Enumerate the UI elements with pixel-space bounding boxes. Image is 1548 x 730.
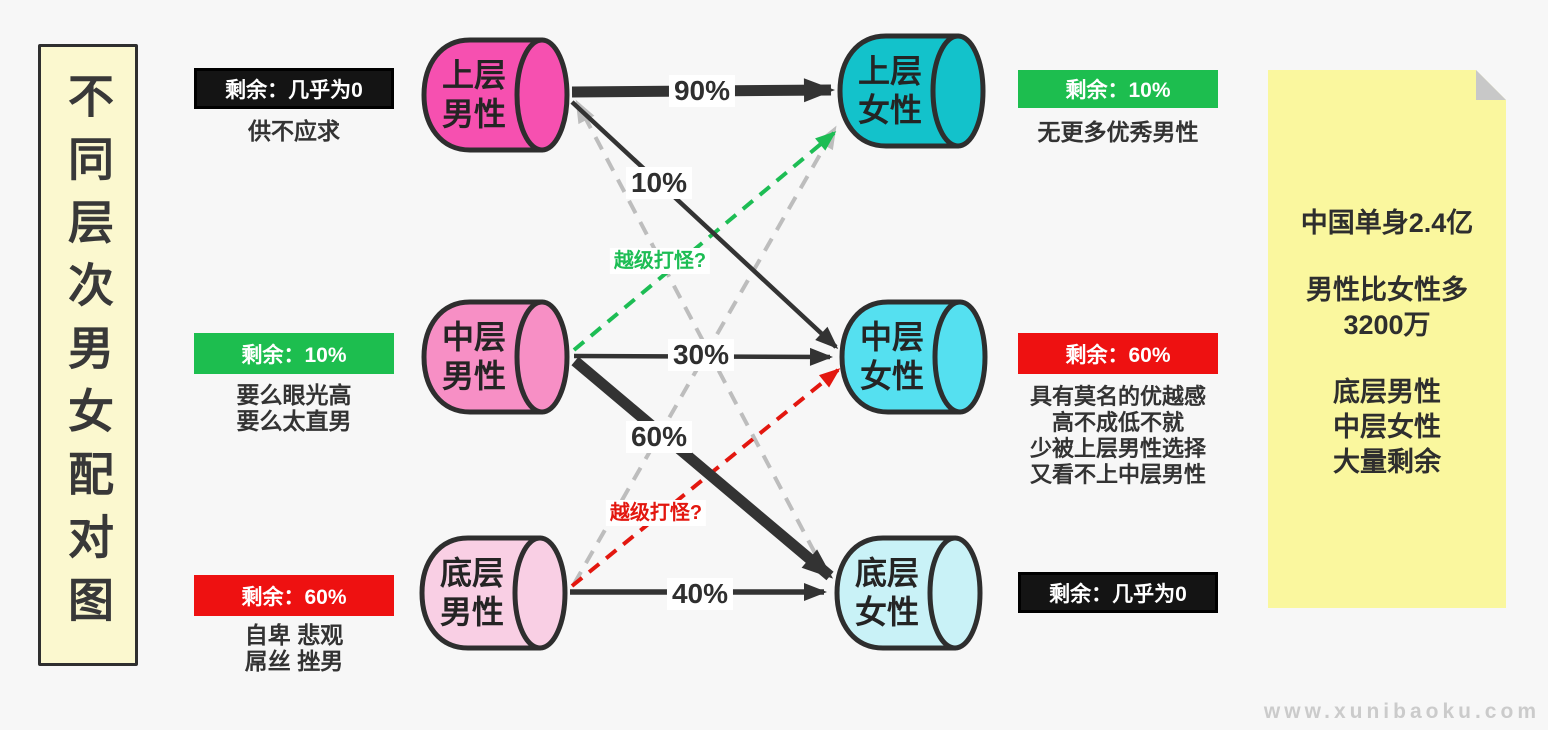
node-label: 女性 [854, 594, 919, 630]
caption-line: 高不成低不就 [1051, 410, 1185, 435]
caption-women-mid: 具有莫名的优越感 高不成低不就 少被上层男性选择 又看不上中层男性 [1030, 384, 1206, 488]
cylinder-shape [421, 299, 570, 415]
note-line: 底层男性 [1333, 377, 1441, 407]
edge-60-label: 60% [625, 421, 693, 453]
cylinder-shape [421, 37, 570, 153]
note-line: 中层女性 [1333, 412, 1441, 442]
node-women-mid: 中层 女性 [836, 298, 992, 416]
node-label: 男性 [441, 96, 506, 132]
node-label: 上层 [857, 53, 922, 89]
caption-line: 要么太直男 [236, 408, 352, 434]
node-label: 女性 [859, 358, 924, 394]
node-label: 底层 [439, 555, 504, 591]
node-label: 上层 [441, 57, 506, 93]
note-line: 男性比女性多 [1306, 275, 1468, 305]
badge-women-top-remainder: 剩余：10% [1018, 70, 1218, 108]
caption-men-low: 自卑 悲观 屌丝 挫男 [245, 622, 343, 674]
node-men-mid: 中层 男性 [418, 298, 574, 416]
caption-line: 要么眼光高 [236, 382, 352, 408]
note-line: 中国单身2.4亿 [1300, 208, 1474, 238]
node-label: 底层 [854, 555, 919, 591]
caption-line: 少被上层男性选择 [1029, 436, 1207, 461]
caption-line: 具有莫名的优越感 [1029, 384, 1207, 409]
node-label: 中层 [441, 319, 506, 355]
diagram-title-box: 不同层次男女配对图 [38, 44, 138, 666]
edge-90-label: 90% [668, 75, 736, 107]
caption-men-top: 供不应求 [248, 118, 340, 144]
caption-line: 屌丝 挫男 [244, 648, 344, 674]
badge-men-top-remainder: 剩余：几乎为0 [194, 68, 394, 109]
caption-men-mid: 要么眼光高 要么太直男 [237, 382, 352, 434]
badge-men-mid-remainder: 剩余：10% [194, 333, 394, 374]
badge-men-low-remainder: 剩余：60% [194, 575, 394, 616]
summary-note: 中国单身2.4亿 男性比女性多 3200万 底层男性 中层女性 大量剩余 [1268, 70, 1506, 608]
node-label: 女性 [857, 92, 922, 128]
node-label: 男性 [439, 594, 504, 630]
caption-line: 自卑 悲观 [244, 622, 344, 648]
node-men-top: 上层 男性 [418, 36, 574, 154]
caption-women-top: 无更多优秀男性 [1037, 119, 1199, 145]
node-women-top: 上层 女性 [834, 32, 990, 150]
badge-women-low-remainder: 剩余：几乎为0 [1018, 572, 1218, 613]
edge-60-line [571, 356, 834, 581]
edge-40-label: 40% [666, 578, 734, 610]
edge-red-jump-label: 越级打怪? [605, 500, 707, 526]
edge-30-label: 30% [667, 339, 735, 371]
node-women-low: 底层 女性 [831, 534, 987, 652]
cylinder-shape [834, 535, 983, 651]
note-line: 3200万 [1343, 310, 1431, 340]
badge-women-mid-remainder: 剩余：60% [1018, 333, 1218, 374]
edge-gray-lowmen-to-topwomen [572, 125, 837, 585]
edge-green-jump-label: 越级打怪? [609, 248, 711, 274]
node-label: 男性 [441, 358, 506, 394]
watermark: www.xunibaoku.com [1263, 700, 1540, 723]
edge-green-midmen-to-topwomen [572, 131, 837, 352]
diagram-title: 不同层次男女配对图 [62, 71, 114, 639]
node-label: 中层 [859, 319, 924, 355]
cylinder-shape [837, 33, 986, 149]
edge-10-line [570, 100, 839, 350]
cylinder-shape [419, 535, 568, 651]
node-men-low: 底层 男性 [416, 534, 572, 652]
note-line: 大量剩余 [1333, 447, 1441, 477]
caption-line: 又看不上中层男性 [1029, 462, 1207, 487]
note-fold-corner [1476, 70, 1506, 100]
cylinder-shape [839, 299, 988, 415]
edge-10-label: 10% [625, 167, 693, 199]
